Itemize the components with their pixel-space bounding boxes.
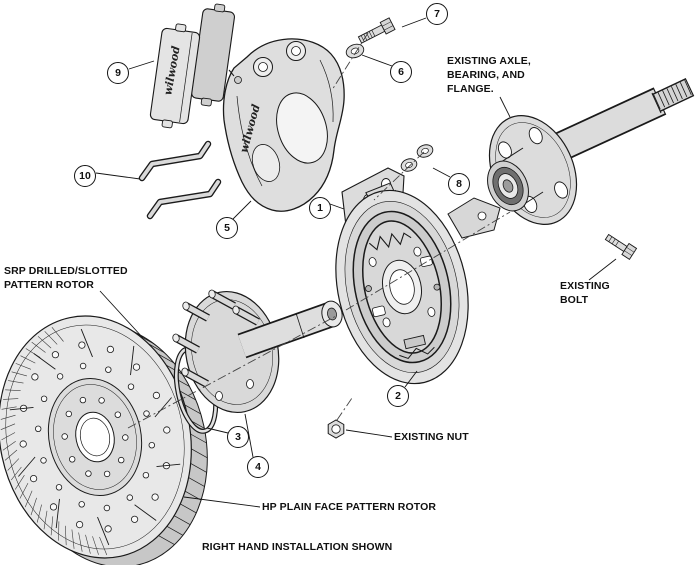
callout-1: 1 — [309, 197, 331, 219]
rotor-hatch — [0, 327, 108, 556]
callout-7: 7 — [426, 3, 448, 25]
wheel-studs — [172, 289, 260, 388]
existing-bolt-part — [604, 233, 638, 260]
bolt-washer — [345, 43, 365, 59]
callout-6: 6 — [390, 61, 412, 83]
callout-9: 9 — [107, 62, 129, 84]
brake-caliper — [222, 38, 345, 212]
axle-assembly — [487, 77, 695, 225]
label-existing-bolt: EXISTING BOLT — [560, 280, 610, 306]
brake-pads — [149, 3, 236, 129]
flange-holes — [497, 127, 569, 213]
hub-adapter — [172, 289, 343, 414]
callout-8: 8 — [448, 173, 470, 195]
callout-2: 2 — [387, 385, 409, 407]
caliper-bolt — [357, 17, 396, 44]
label-existing-axle: EXISTING AXLE, BEARING, AND FLANGE. — [447, 55, 531, 95]
existing-nut-part — [327, 419, 345, 439]
backing-plate-assembly — [335, 182, 469, 385]
callout-4: 4 — [247, 456, 269, 478]
label-srp-rotor: SRP DRILLED/SLOTTED PATTERN ROTOR — [4, 265, 128, 291]
brake-lever-bracket — [447, 197, 501, 239]
assembly-axis-lines — [127, 32, 511, 429]
leader-lines — [95, 17, 617, 508]
label-installation-note: RIGHT HAND INSTALLATION SHOWN — [202, 541, 393, 553]
callout-5: 5 — [216, 217, 238, 239]
retainer-clips — [138, 140, 222, 220]
washers-pair — [400, 144, 434, 172]
label-hp-rotor: HP PLAIN FACE PATTERN ROTOR — [262, 501, 437, 513]
axle-bearing — [487, 160, 529, 212]
spline-end — [653, 80, 692, 110]
rotor-drilled-holes — [9, 328, 181, 546]
callout-10: 10 — [74, 165, 96, 187]
callout-3: 3 — [227, 426, 249, 448]
label-existing-nut: EXISTING NUT — [394, 431, 469, 443]
rotor — [0, 315, 208, 565]
